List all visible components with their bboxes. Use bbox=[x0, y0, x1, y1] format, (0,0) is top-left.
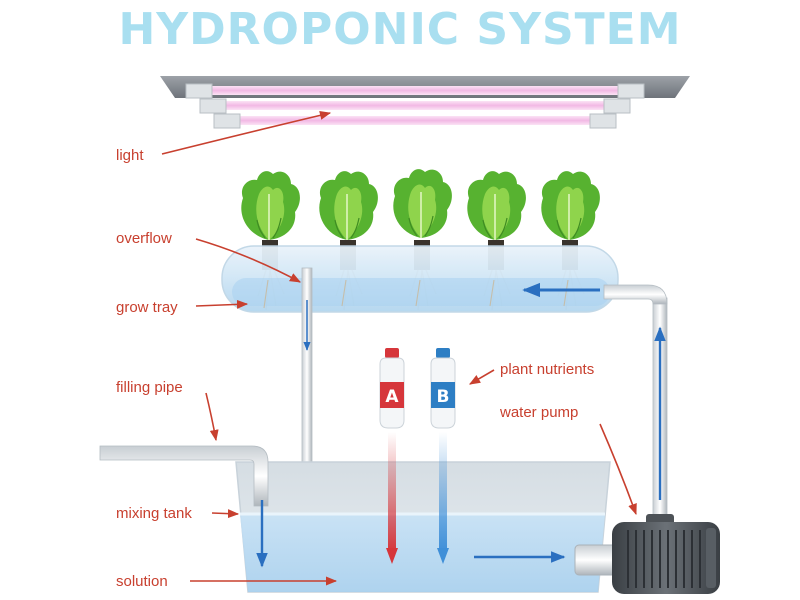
label-overflow: overflow bbox=[116, 230, 172, 247]
grow-tray bbox=[221, 245, 619, 313]
return-pipe bbox=[522, 282, 668, 521]
grow-light bbox=[160, 76, 690, 129]
mixing-tank bbox=[235, 461, 611, 593]
labels: light overflow grow tray filling pipe mi… bbox=[116, 110, 637, 590]
label-plant-nutrients: plant nutrients bbox=[500, 361, 594, 378]
nutrient-bottle-b: B bbox=[430, 348, 456, 429]
label-mixing-tank: mixing tank bbox=[116, 505, 192, 522]
water-pump bbox=[574, 514, 720, 594]
label-solution: solution bbox=[116, 573, 168, 590]
leader-filling-pipe bbox=[205, 392, 219, 442]
leader-plant-nutrients bbox=[469, 369, 495, 385]
bottle-b-label: B bbox=[437, 387, 450, 407]
label-water-pump: water pump bbox=[499, 404, 578, 421]
bottle-a-label: A bbox=[385, 387, 399, 407]
label-filling-pipe: filling pipe bbox=[116, 379, 183, 396]
leader-mixing-tank bbox=[211, 509, 240, 519]
nutrient-bottle-a: A bbox=[379, 348, 405, 429]
leader-water-pump bbox=[599, 423, 637, 516]
filling-pipe bbox=[99, 445, 269, 568]
leader-overflow bbox=[195, 238, 301, 283]
label-light: light bbox=[116, 147, 144, 164]
nutrient-streams bbox=[386, 432, 449, 564]
leader-light bbox=[161, 110, 332, 155]
label-grow-tray: grow tray bbox=[116, 299, 178, 316]
leader-grow-tray bbox=[195, 299, 249, 309]
diagram-title: HYDROPONIC SYSTEM bbox=[118, 4, 681, 55]
